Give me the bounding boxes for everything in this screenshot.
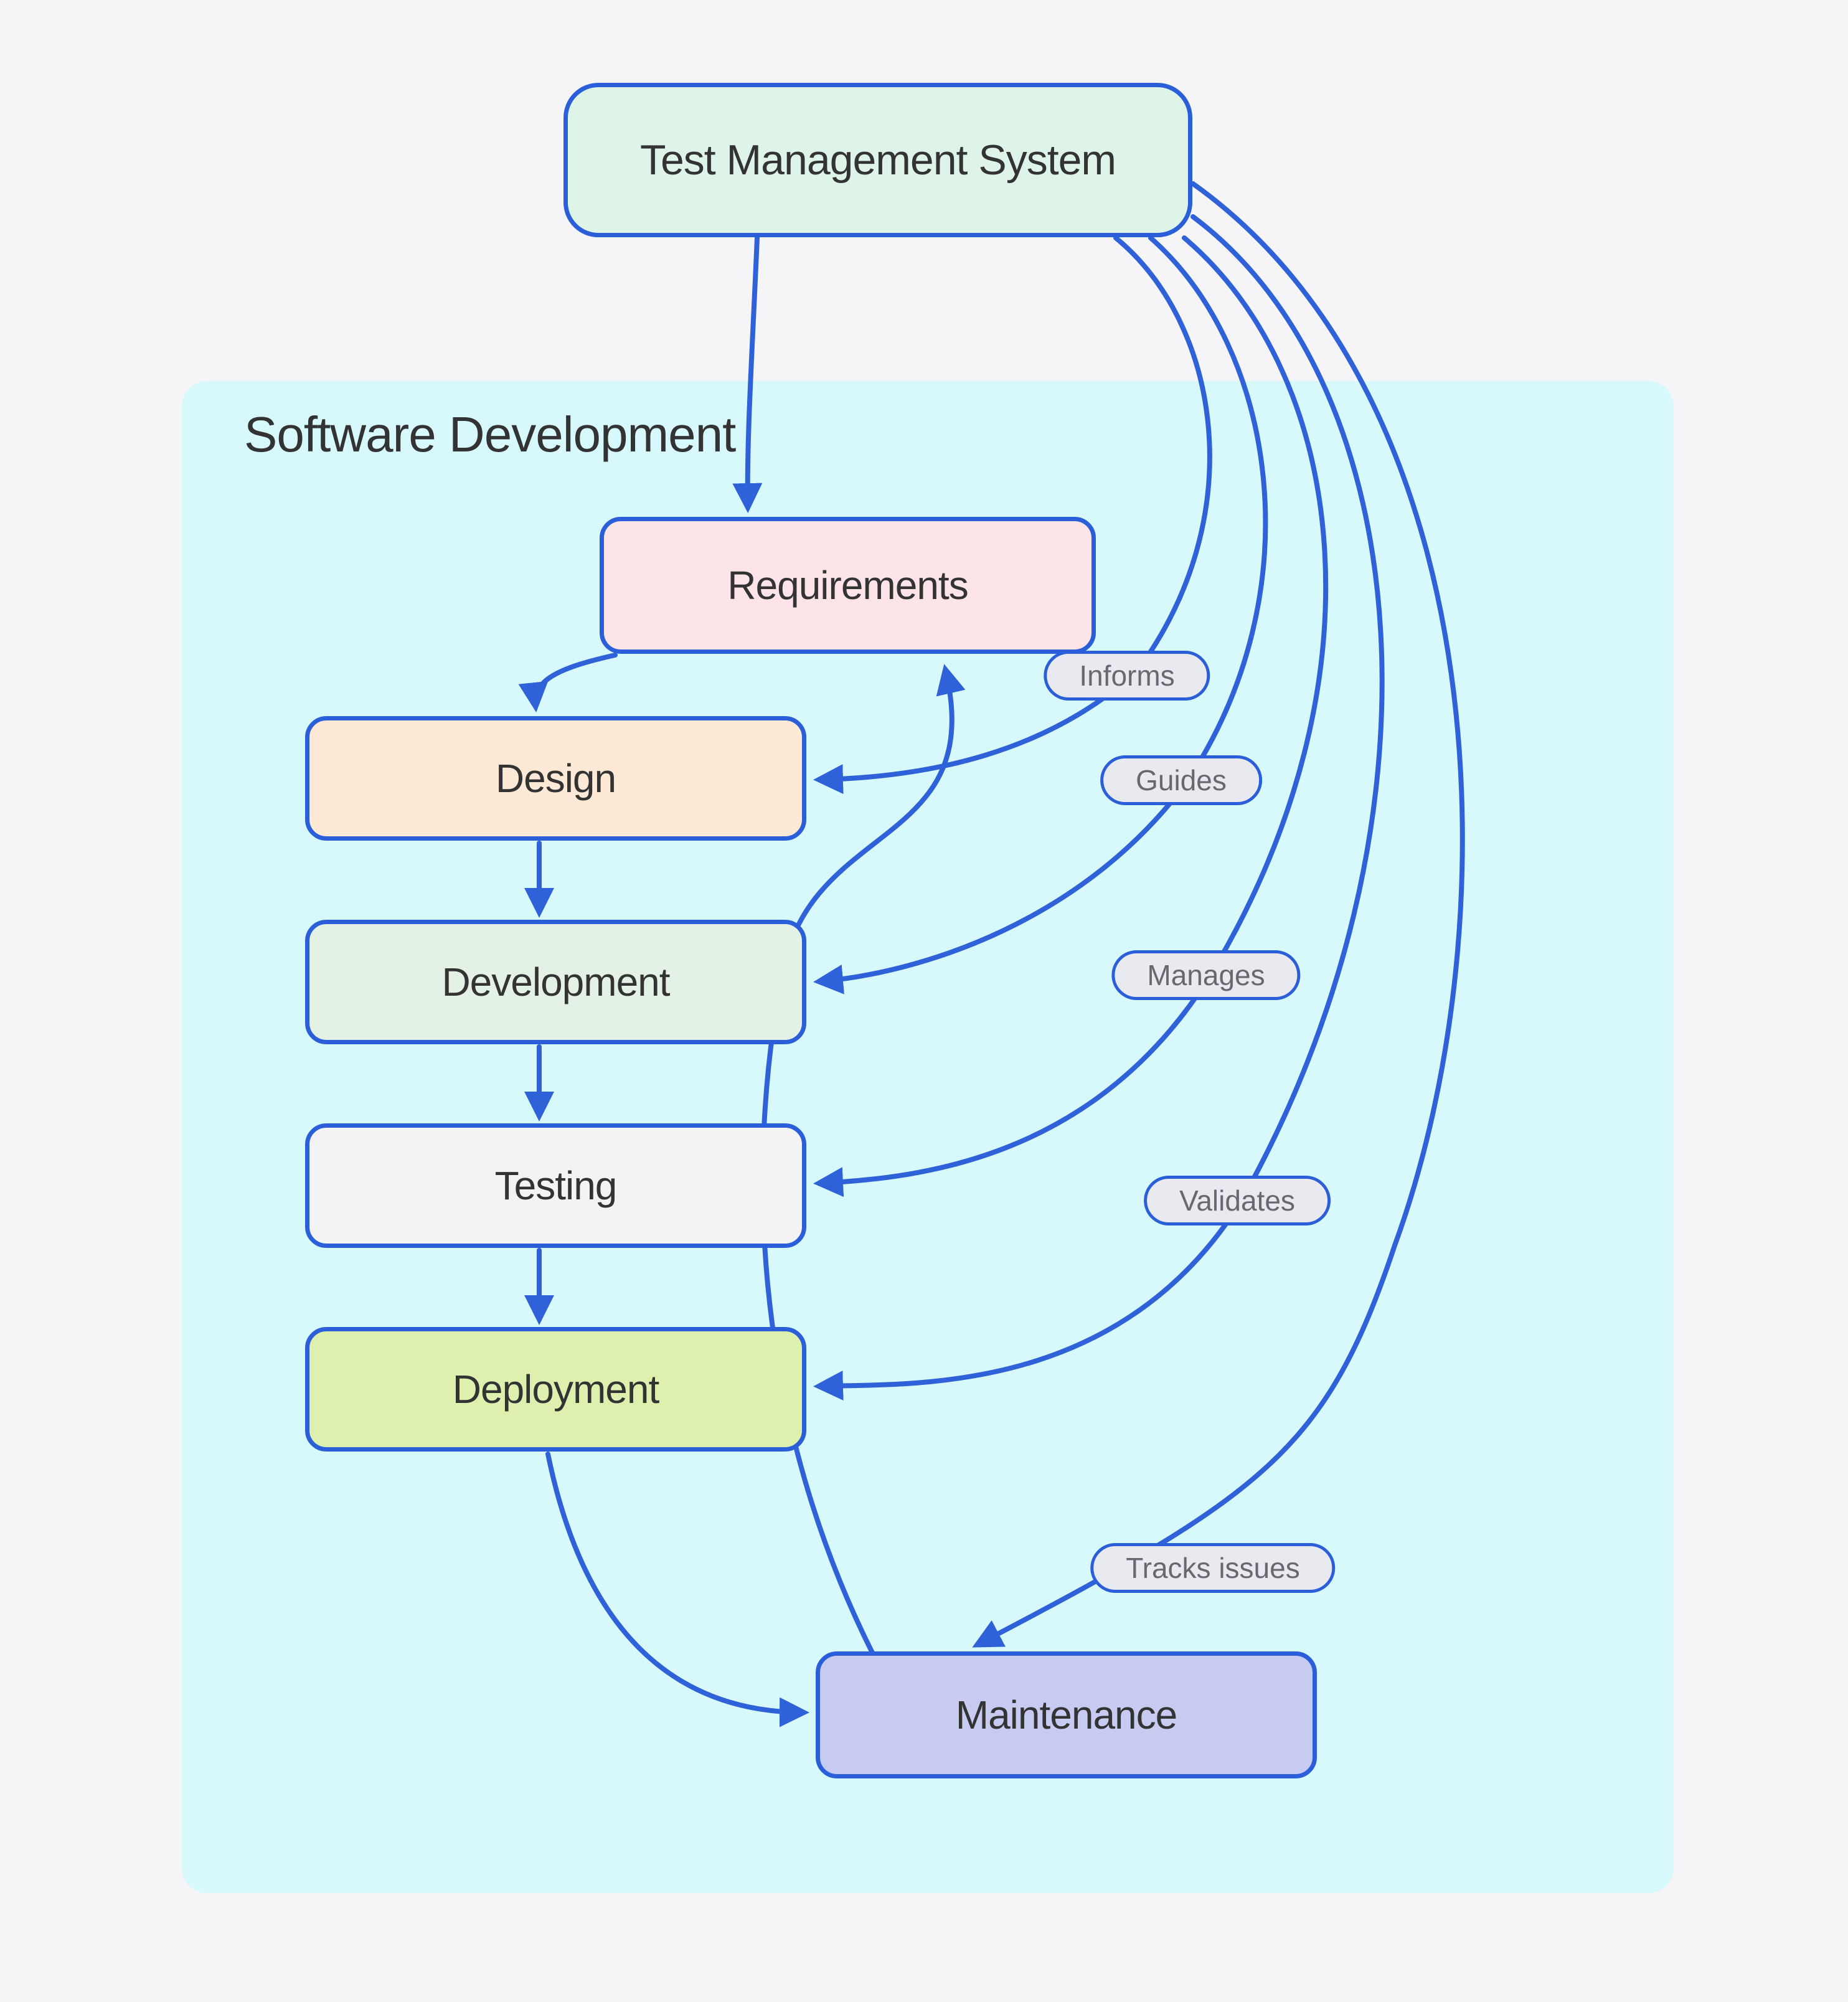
node-requirements: Requirements xyxy=(600,517,1096,654)
edge-label-manages: Manages xyxy=(1111,950,1301,1000)
edge-label-informs: Informs xyxy=(1044,651,1210,701)
node-development: Development xyxy=(305,920,806,1044)
node-requirements-label: Requirements xyxy=(727,563,968,608)
edge-tms-development-guides xyxy=(813,235,1268,994)
edge-label-guides: Guides xyxy=(1100,755,1262,805)
node-maintenance: Maintenance xyxy=(816,1651,1317,1778)
edge-tms-maintenance-tracks-issues xyxy=(972,181,1465,1648)
node-test-management-system: Test Management System xyxy=(563,83,1192,237)
edge-label-validates: Validates xyxy=(1144,1176,1331,1225)
node-test-management-system-label: Test Management System xyxy=(639,136,1116,184)
edge-label-tracks-issues: Tracks issues xyxy=(1090,1543,1336,1593)
node-deployment-label: Deployment xyxy=(452,1367,659,1412)
node-design: Design xyxy=(305,716,806,841)
edge-deployment-maintenance xyxy=(545,1452,809,1727)
edge-tms-testing-manages xyxy=(813,235,1329,1197)
subgraph-title: Software Development xyxy=(244,407,736,462)
edge-tms-deployment-validates xyxy=(813,214,1385,1401)
edge-tms-design-informs xyxy=(813,235,1212,795)
edge-requirements-design xyxy=(518,653,618,712)
node-deployment: Deployment xyxy=(305,1327,806,1452)
node-design-label: Design xyxy=(495,756,616,801)
node-testing: Testing xyxy=(305,1123,806,1248)
edge-tms-requirements xyxy=(732,235,763,513)
node-maintenance-label: Maintenance xyxy=(955,1693,1177,1737)
node-development-label: Development xyxy=(441,960,670,1004)
node-testing-label: Testing xyxy=(494,1163,618,1208)
